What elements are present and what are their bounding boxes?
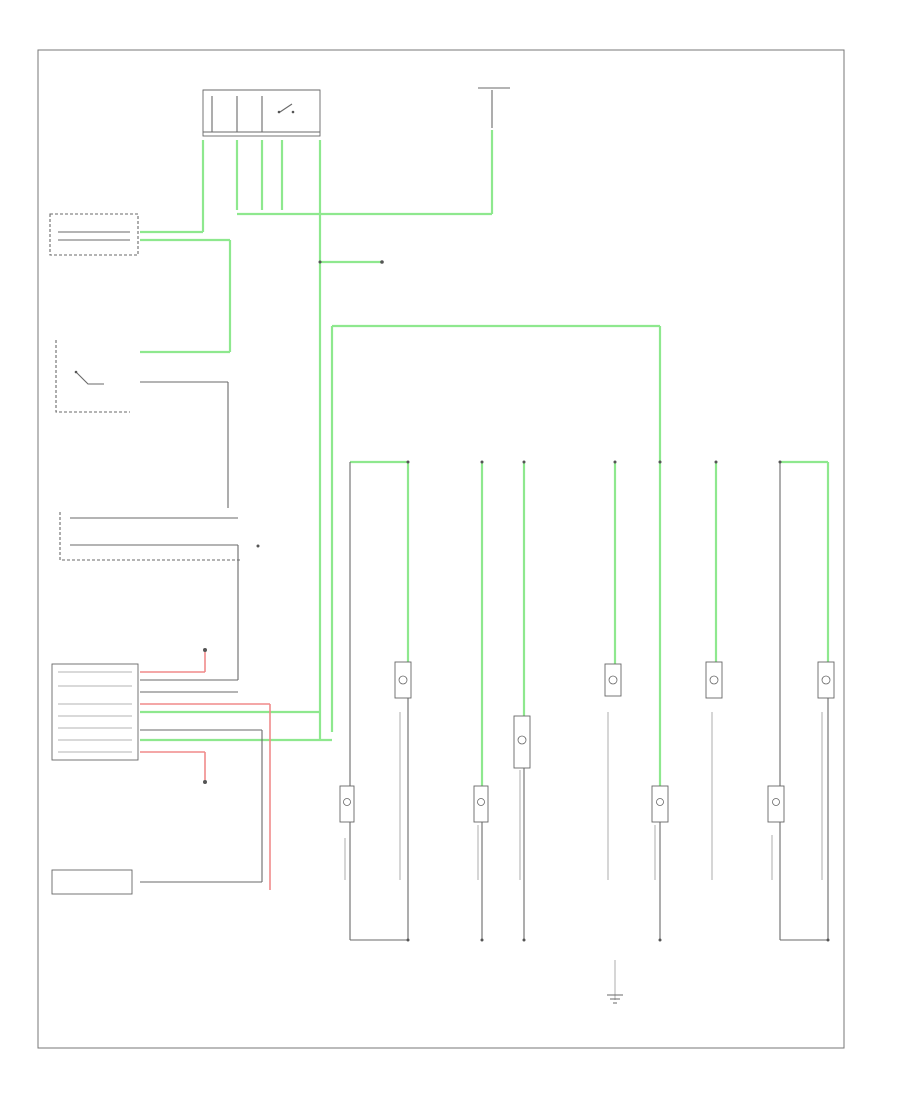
headlamp-switch	[49, 213, 139, 256]
lamp-icon	[709, 675, 719, 685]
hot-at-all-times	[478, 87, 510, 128]
lamp-icon	[477, 798, 485, 806]
lamp-switch-8	[651, 785, 669, 823]
fuse-block	[202, 89, 321, 137]
lamp-icon	[517, 735, 527, 745]
lamp-switch-4	[705, 661, 723, 699]
diagram-frame	[37, 49, 845, 1049]
instrument-cluster	[51, 663, 139, 761]
lamp-icon	[772, 798, 780, 806]
connector-dots	[318, 260, 830, 942]
green-wires	[140, 130, 830, 800]
lamp-switch-3	[604, 663, 622, 697]
lamp-icon	[656, 798, 664, 806]
courtesy-lamps-bottom	[203, 780, 207, 784]
red-wires	[140, 652, 271, 890]
ground-icon	[607, 994, 623, 1004]
lamp-switch-7	[473, 785, 489, 823]
left-front-door-switch	[59, 512, 260, 561]
dark-wires	[70, 381, 829, 1000]
lamp-icon	[821, 675, 831, 685]
instrument-panel-cluster	[51, 869, 133, 895]
turn-signal-hazard-switch	[55, 340, 130, 413]
lamp-switch-6	[339, 785, 355, 823]
switch-icon	[279, 103, 293, 113]
lamp-switch-5	[817, 661, 835, 699]
courtesy-lamps-top	[203, 648, 207, 652]
switch-icon	[75, 371, 104, 385]
ground-bottom	[607, 994, 623, 1004]
lamp-icon	[343, 798, 351, 806]
lamp-icon	[608, 675, 618, 685]
lamp-icon	[398, 675, 408, 685]
splice-top	[380, 260, 384, 264]
lamp-switch-9	[767, 785, 785, 823]
lamp-switch-1	[394, 661, 412, 699]
lamp-switch-2	[513, 715, 531, 769]
